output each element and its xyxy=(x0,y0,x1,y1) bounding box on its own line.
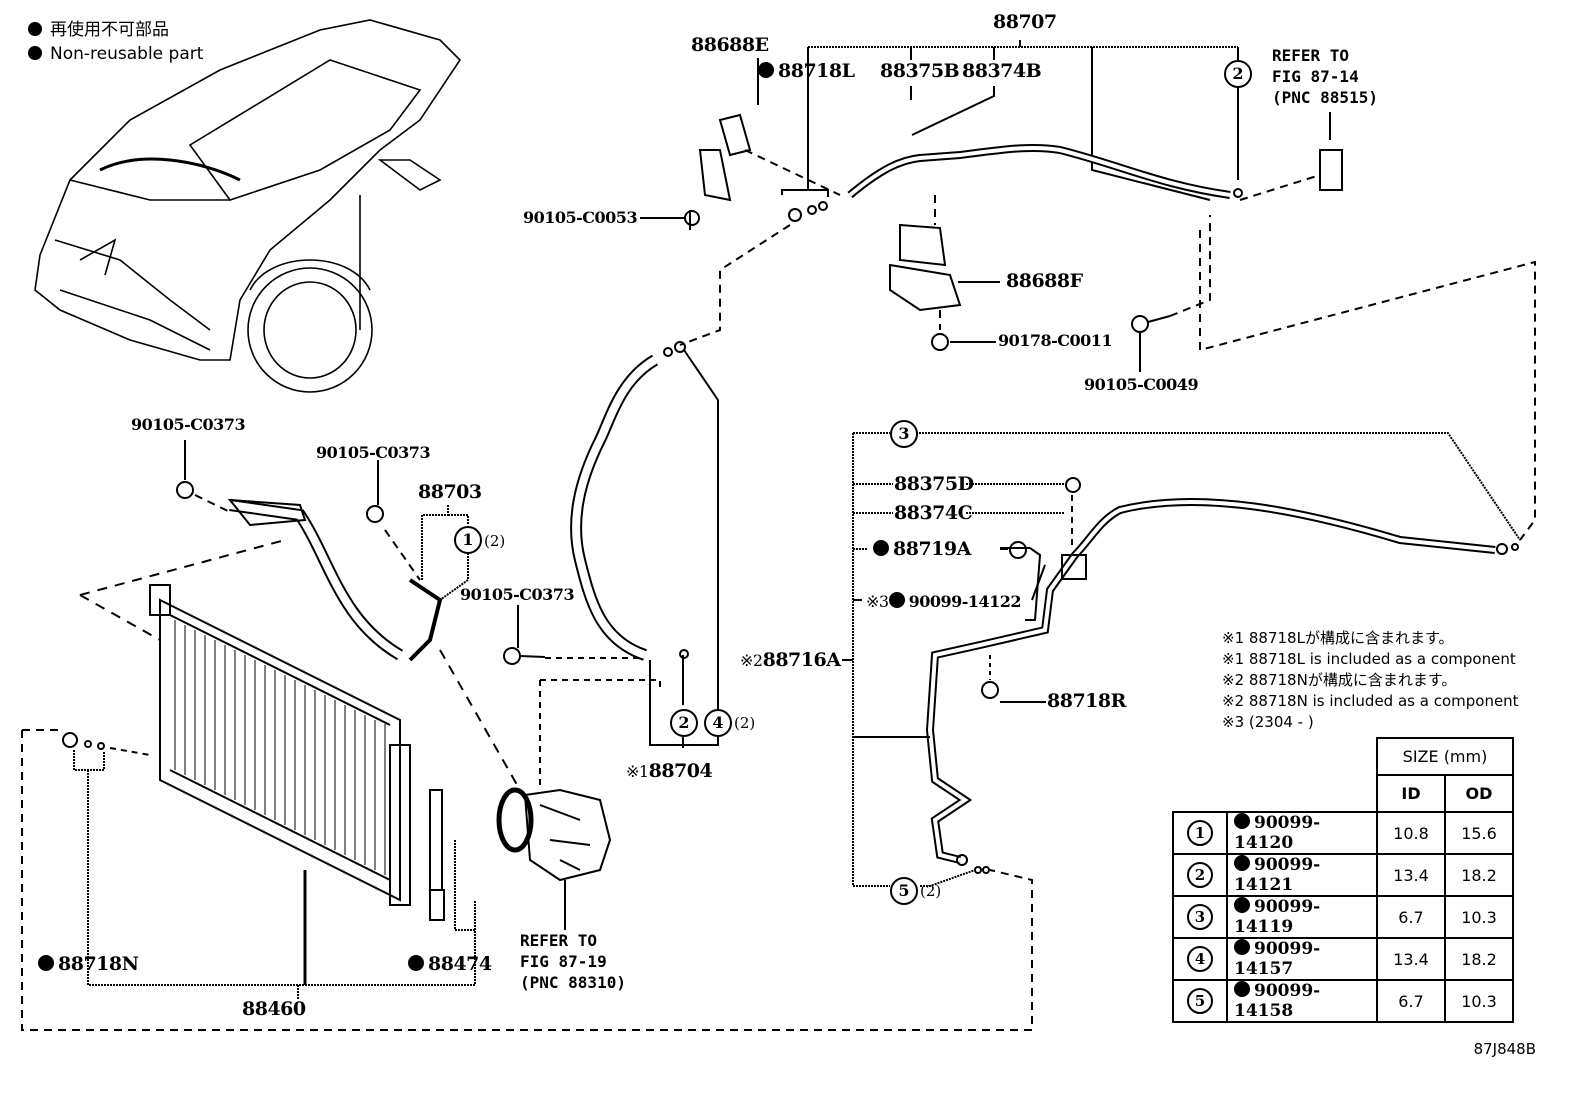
refer-to-fig-87-19[interactable]: REFER TO FIG 87-19 (PNC 88310) xyxy=(520,931,626,992)
legend: 再使用不可部品 Non-reusable part xyxy=(28,18,203,66)
part-label-88703[interactable]: 88703 xyxy=(418,481,482,503)
part-label-90178-C0011[interactable]: 90178-C0011 xyxy=(998,331,1113,350)
compressor-illustration xyxy=(496,787,612,930)
part-label-88707[interactable]: 88707 xyxy=(993,11,1057,33)
non-reusable-dot-icon xyxy=(758,62,774,78)
col-id-header: ID xyxy=(1376,774,1446,813)
non-reusable-dot-icon xyxy=(1234,813,1250,829)
callout-4-qty: (2) xyxy=(734,714,756,732)
part-label-88688E[interactable]: 88688E xyxy=(691,34,769,56)
part-label-88716A[interactable]: ※288716A xyxy=(740,649,841,671)
part-label-90105-C0053[interactable]: 90105-C0053 xyxy=(523,208,638,227)
callout-3: 3 xyxy=(1187,904,1213,930)
non-reusable-dot-icon xyxy=(38,955,54,971)
table-row: 4 90099-14157 13.4 18.2 xyxy=(1172,937,1514,981)
note: ※2 88718Nが構成に含まれます。 xyxy=(1222,671,1457,689)
table-row: 2 90099-14121 13.4 18.2 xyxy=(1172,853,1514,897)
non-reusable-dot-icon xyxy=(28,22,42,36)
vehicle-locator-illustration xyxy=(34,19,462,393)
callout-4: 4 xyxy=(1187,946,1213,972)
table-row: 1 90099-14120 10.8 15.6 xyxy=(1172,811,1514,855)
condenser-illustration xyxy=(149,584,445,921)
inner-diameter: 6.7 xyxy=(1376,979,1446,1023)
note: ※2 88718N is included as a component xyxy=(1222,692,1519,710)
callout-2: 2 xyxy=(1187,862,1213,888)
non-reusable-dot-icon xyxy=(28,46,42,60)
callout-2: 2 xyxy=(670,709,698,737)
callout-1: 1 xyxy=(454,526,482,554)
note: ※1 88718Lが構成に含まれます。 xyxy=(1222,629,1454,647)
note: ※3 (2304 - ) xyxy=(1222,713,1314,731)
table-row: 5 90099-14158 6.7 10.3 xyxy=(1172,979,1514,1023)
part-label-88474[interactable]: 88474 xyxy=(408,955,492,974)
col-od-header: OD xyxy=(1444,774,1514,813)
table-row: 3 90099-14119 6.7 10.3 xyxy=(1172,895,1514,939)
callout-5: 5 xyxy=(890,877,918,905)
callout-5: 5 xyxy=(1187,988,1213,1014)
inner-diameter: 10.8 xyxy=(1376,811,1446,855)
callout-1: 1 xyxy=(1187,820,1213,846)
legend-jp: 再使用不可部品 xyxy=(28,18,203,42)
part-number: 90099-14119 xyxy=(1234,897,1321,937)
part-number: 90099-14158 xyxy=(1234,981,1321,1021)
part-label-88460[interactable]: 88460 xyxy=(242,998,306,1020)
callout-3: 3 xyxy=(890,420,918,448)
non-reusable-dot-icon xyxy=(1234,981,1250,997)
part-label-90105-C0049[interactable]: 90105-C0049 xyxy=(1084,375,1199,394)
outer-diameter: 18.2 xyxy=(1444,937,1514,981)
callout-5-qty: (2) xyxy=(920,882,942,900)
legend-en: Non-reusable part xyxy=(28,42,203,66)
inner-diameter: 13.4 xyxy=(1376,937,1446,981)
outer-diameter: 18.2 xyxy=(1444,853,1514,897)
callout-4: 4 xyxy=(704,709,732,737)
non-reusable-dot-icon xyxy=(1234,897,1250,913)
outer-diameter: 10.3 xyxy=(1444,895,1514,939)
part-number: 90099-14121 xyxy=(1234,855,1321,895)
footnotes: ※1 88718Lが構成に含まれます。 ※1 88718L is include… xyxy=(1222,628,1519,733)
size-header: SIZE (mm) xyxy=(1376,737,1514,776)
note: ※1 88718L is included as a component xyxy=(1222,650,1516,668)
callout-1-qty: (2) xyxy=(484,532,506,550)
callout-2: 2 xyxy=(1224,60,1252,88)
refer-to-fig-87-14[interactable]: REFER TO FIG 87-14 (PNC 88515) xyxy=(1272,46,1378,107)
non-reusable-dot-icon xyxy=(1234,939,1250,955)
part-label-90105-C0373[interactable]: 90105-C0373 xyxy=(316,443,431,462)
inner-diameter: 13.4 xyxy=(1376,853,1446,897)
part-label-88375D[interactable]: 88375D xyxy=(894,473,974,495)
non-reusable-dot-icon xyxy=(873,540,889,556)
figure-id: 87J848B xyxy=(1473,1040,1536,1058)
part-number: 90099-14120 xyxy=(1234,813,1321,853)
non-reusable-dot-icon xyxy=(888,592,905,608)
part-label-88688F[interactable]: 88688F xyxy=(1006,270,1083,292)
part-number: 90099-14157 xyxy=(1234,939,1321,979)
outer-diameter: 10.3 xyxy=(1444,979,1514,1023)
part-label-90105-C0373[interactable]: 90105-C0373 xyxy=(460,585,575,604)
part-label-88718R[interactable]: 88718R xyxy=(1047,690,1126,712)
outer-diameter: 15.6 xyxy=(1444,811,1514,855)
inner-diameter: 6.7 xyxy=(1376,895,1446,939)
part-label-88704[interactable]: ※188704 xyxy=(626,760,713,782)
part-label-88718N[interactable]: 88718N xyxy=(38,955,139,974)
part-label-88719A[interactable]: 88719A xyxy=(873,540,971,559)
part-label-88374C[interactable]: 88374C xyxy=(894,502,973,524)
part-label-90105-C0373[interactable]: 90105-C0373 xyxy=(131,415,246,434)
o-ring-size-table: SIZE (mm) ID OD 1 90099-14120 10.8 15.6 … xyxy=(1172,737,1514,1023)
part-label-88718L[interactable]: 88718L xyxy=(758,62,855,81)
non-reusable-dot-icon xyxy=(1234,855,1250,871)
non-reusable-dot-icon xyxy=(408,955,424,971)
part-label-88375B[interactable]: 88375B xyxy=(880,60,960,82)
part-label-88374B[interactable]: 88374B xyxy=(962,60,1042,82)
